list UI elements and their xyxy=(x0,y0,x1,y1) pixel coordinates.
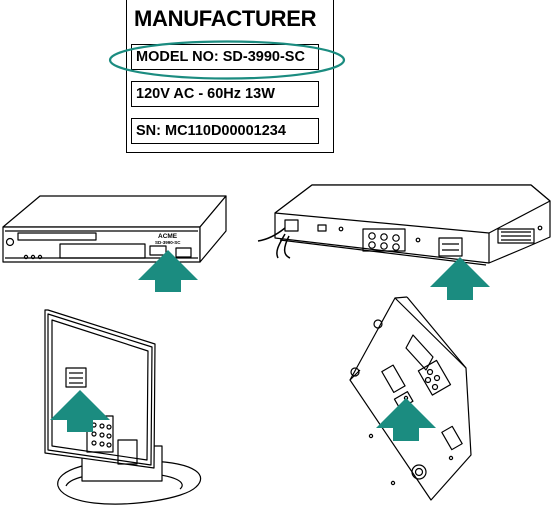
model-number-field: MODEL NO: SD-3990-SC xyxy=(131,44,319,70)
up-arrow-icon xyxy=(138,250,198,292)
up-arrow-icon xyxy=(430,257,490,300)
player-brand-label: ACME xyxy=(158,233,178,240)
player-model-label: SD-3990-SC xyxy=(155,240,181,245)
dvd-player-rear xyxy=(257,184,551,266)
up-arrow-icon xyxy=(376,398,436,441)
up-arrow-icon xyxy=(50,390,110,432)
device-underside xyxy=(349,296,472,501)
manufacturer-label-plate: MANUFACTURER MODEL NO: SD-3990-SC 120V A… xyxy=(126,0,334,153)
manufacturer-title: MANUFACTURER xyxy=(134,6,317,31)
dvd-player-front: ACME SD-3990-SC xyxy=(2,195,227,263)
serial-number-field: SN: MC110D00001234 xyxy=(131,118,319,144)
power-rating-field: 120V AC - 60Hz 13W xyxy=(131,81,319,107)
